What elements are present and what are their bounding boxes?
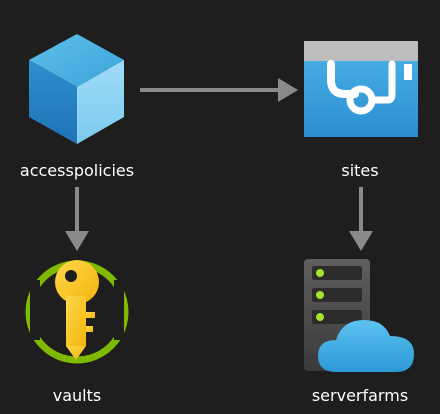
web-app-icon [304, 41, 418, 137]
key-vault-icon [25, 260, 129, 364]
node-label-accesspolicies: accesspolicies [19, 161, 135, 180]
edge-accesspolicies-to-vaults [65, 187, 89, 251]
node-label-serverfarms: serverfarms [311, 386, 409, 405]
server-cloud-icon [304, 259, 414, 372]
edge-sites-to-serverfarms [349, 187, 373, 251]
cube-icon [29, 34, 124, 144]
node-label-vaults: vaults [52, 386, 102, 405]
node-label-sites: sites [341, 161, 379, 180]
edge-accesspolicies-to-sites [140, 78, 298, 102]
